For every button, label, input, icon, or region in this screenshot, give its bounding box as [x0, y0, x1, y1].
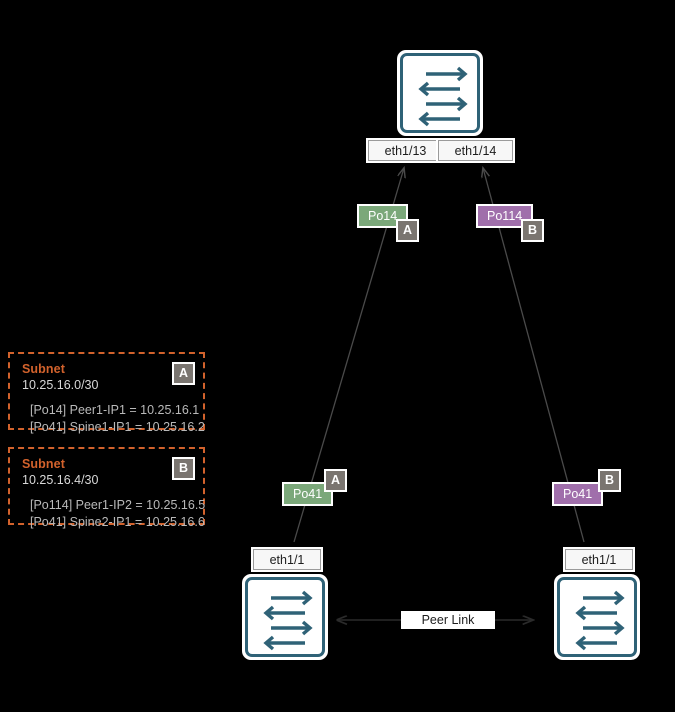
subnet-rows: [Po14] Peer1-IP1 = 10.25.16.1 [Po41] Spi… [22, 402, 205, 436]
spine-port-eth1-14[interactable]: eth1/14 [438, 140, 513, 161]
badge-b-leaf-right: B [598, 469, 621, 492]
subnet-title: Subnet [22, 457, 65, 471]
subnet-row: [Po114] Peer1-IP2 = 10.25.16.5 [30, 498, 206, 512]
network-switch-icon [575, 590, 625, 651]
peer-link-label: Peer Link [401, 611, 495, 629]
leaf-right-port-eth1-1[interactable]: eth1/1 [565, 549, 633, 570]
subnet-row: [Po14] Peer1-IP1 = 10.25.16.1 [30, 403, 200, 417]
interface-chip-po41-left[interactable]: Po41 [282, 482, 334, 506]
network-switch-icon [263, 590, 313, 651]
spine-port-eth1-13[interactable]: eth1/13 [368, 140, 443, 161]
subnet-box-b: Subnet 10.25.16.4/30 [Po114] Peer1-IP2 =… [8, 447, 205, 529]
interface-chip-po41-right[interactable]: Po41 [552, 482, 604, 506]
interface-chip-po14[interactable]: Po14 [357, 204, 409, 228]
subnet-row: [Po41] Spine2-IP1 = 10.25.16.6 [30, 515, 205, 529]
leaf-switch-left[interactable] [242, 574, 328, 660]
subnet-box-a: Subnet 10.25.16.0/30 [Po14] Peer1-IP1 = … [8, 352, 205, 434]
badge-b-spine-right: B [521, 219, 544, 242]
subnet-title: Subnet [22, 362, 65, 376]
spine-switch[interactable] [397, 50, 483, 136]
leaf-left-port-eth1-1[interactable]: eth1/1 [253, 549, 321, 570]
subnet-rows: [Po114] Peer1-IP2 = 10.25.16.5 [Po41] Sp… [22, 497, 206, 531]
badge-a-spine-left: A [396, 219, 419, 242]
subnet-cidr: 10.25.16.4/30 [22, 473, 99, 487]
subnet-cidr: 10.25.16.0/30 [22, 378, 99, 392]
badge-a-subnet: A [172, 362, 195, 385]
switch-body [400, 53, 480, 133]
network-switch-icon [418, 66, 468, 127]
badge-a-leaf-left: A [324, 469, 347, 492]
leaf-switch-right[interactable] [554, 574, 640, 660]
subnet-row: [Po41] Spine1-IP1 = 10.25.16.2 [30, 420, 205, 434]
badge-b-subnet: B [172, 457, 195, 480]
